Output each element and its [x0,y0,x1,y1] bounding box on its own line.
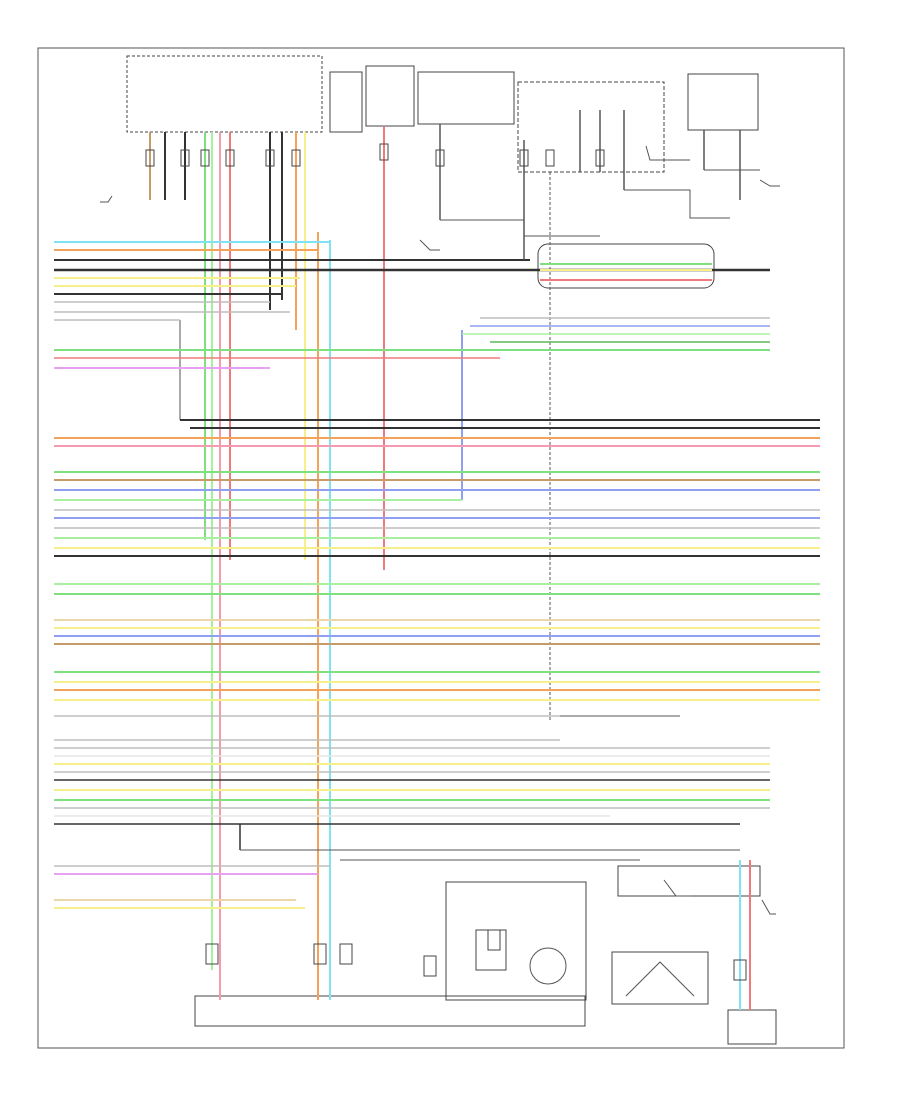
component-box-top-5 [517,81,665,173]
connector-block-top-left [126,55,323,133]
connector-stub-9 [519,149,529,167]
connector-stubs [145,143,747,981]
module-box-bottom-small [611,951,709,1005]
top-components [126,55,759,289]
wire-bend-1 [523,235,600,260]
switch-symbol-4 [663,879,690,897]
connector-stub-8 [435,149,445,167]
connector-stub-17 [733,959,747,981]
connector-stub-12 [205,943,219,965]
sensor-symbol [529,947,567,985]
module-box-bottom-left [194,995,586,1027]
horizontal-wires [54,241,820,909]
connector-stub-1 [145,149,155,167]
connector-stub-4 [225,149,235,167]
connector-stub-16 [487,929,501,951]
component-box-top-6 [687,73,759,131]
component-box-top-3 [365,65,415,127]
switch-symbol-1 [419,239,440,251]
module-box-bottom-frame [617,865,761,897]
triangle-symbol [625,961,695,997]
connector-stub-10 [545,149,555,167]
connector-stub-11 [595,149,605,167]
module-box-bottom-mid [445,881,587,1001]
connector-module-center [537,243,715,289]
connector-stub-2 [180,149,190,167]
module-box-bottom-right [727,1009,777,1045]
component-box-top-4 [417,71,515,125]
connector-stub-6 [291,149,301,167]
diagram-border [37,47,845,1049]
connector-stub-13 [313,943,327,965]
connector-stub-7 [379,143,389,161]
wire-bend-3 [624,189,730,219]
switch-symbol-3 [645,145,690,161]
connector-stub-14 [339,943,353,965]
connector-stub-5 [265,149,275,167]
bottom-components [194,865,777,1045]
ground-symbol-1 [100,195,113,203]
symbols [100,145,780,997]
component-box-top-2 [329,71,363,133]
switch-symbol-5 [761,899,776,915]
connector-stub-15 [423,955,437,977]
switch-symbol-2 [759,179,780,187]
connector-stub-3 [200,149,210,167]
